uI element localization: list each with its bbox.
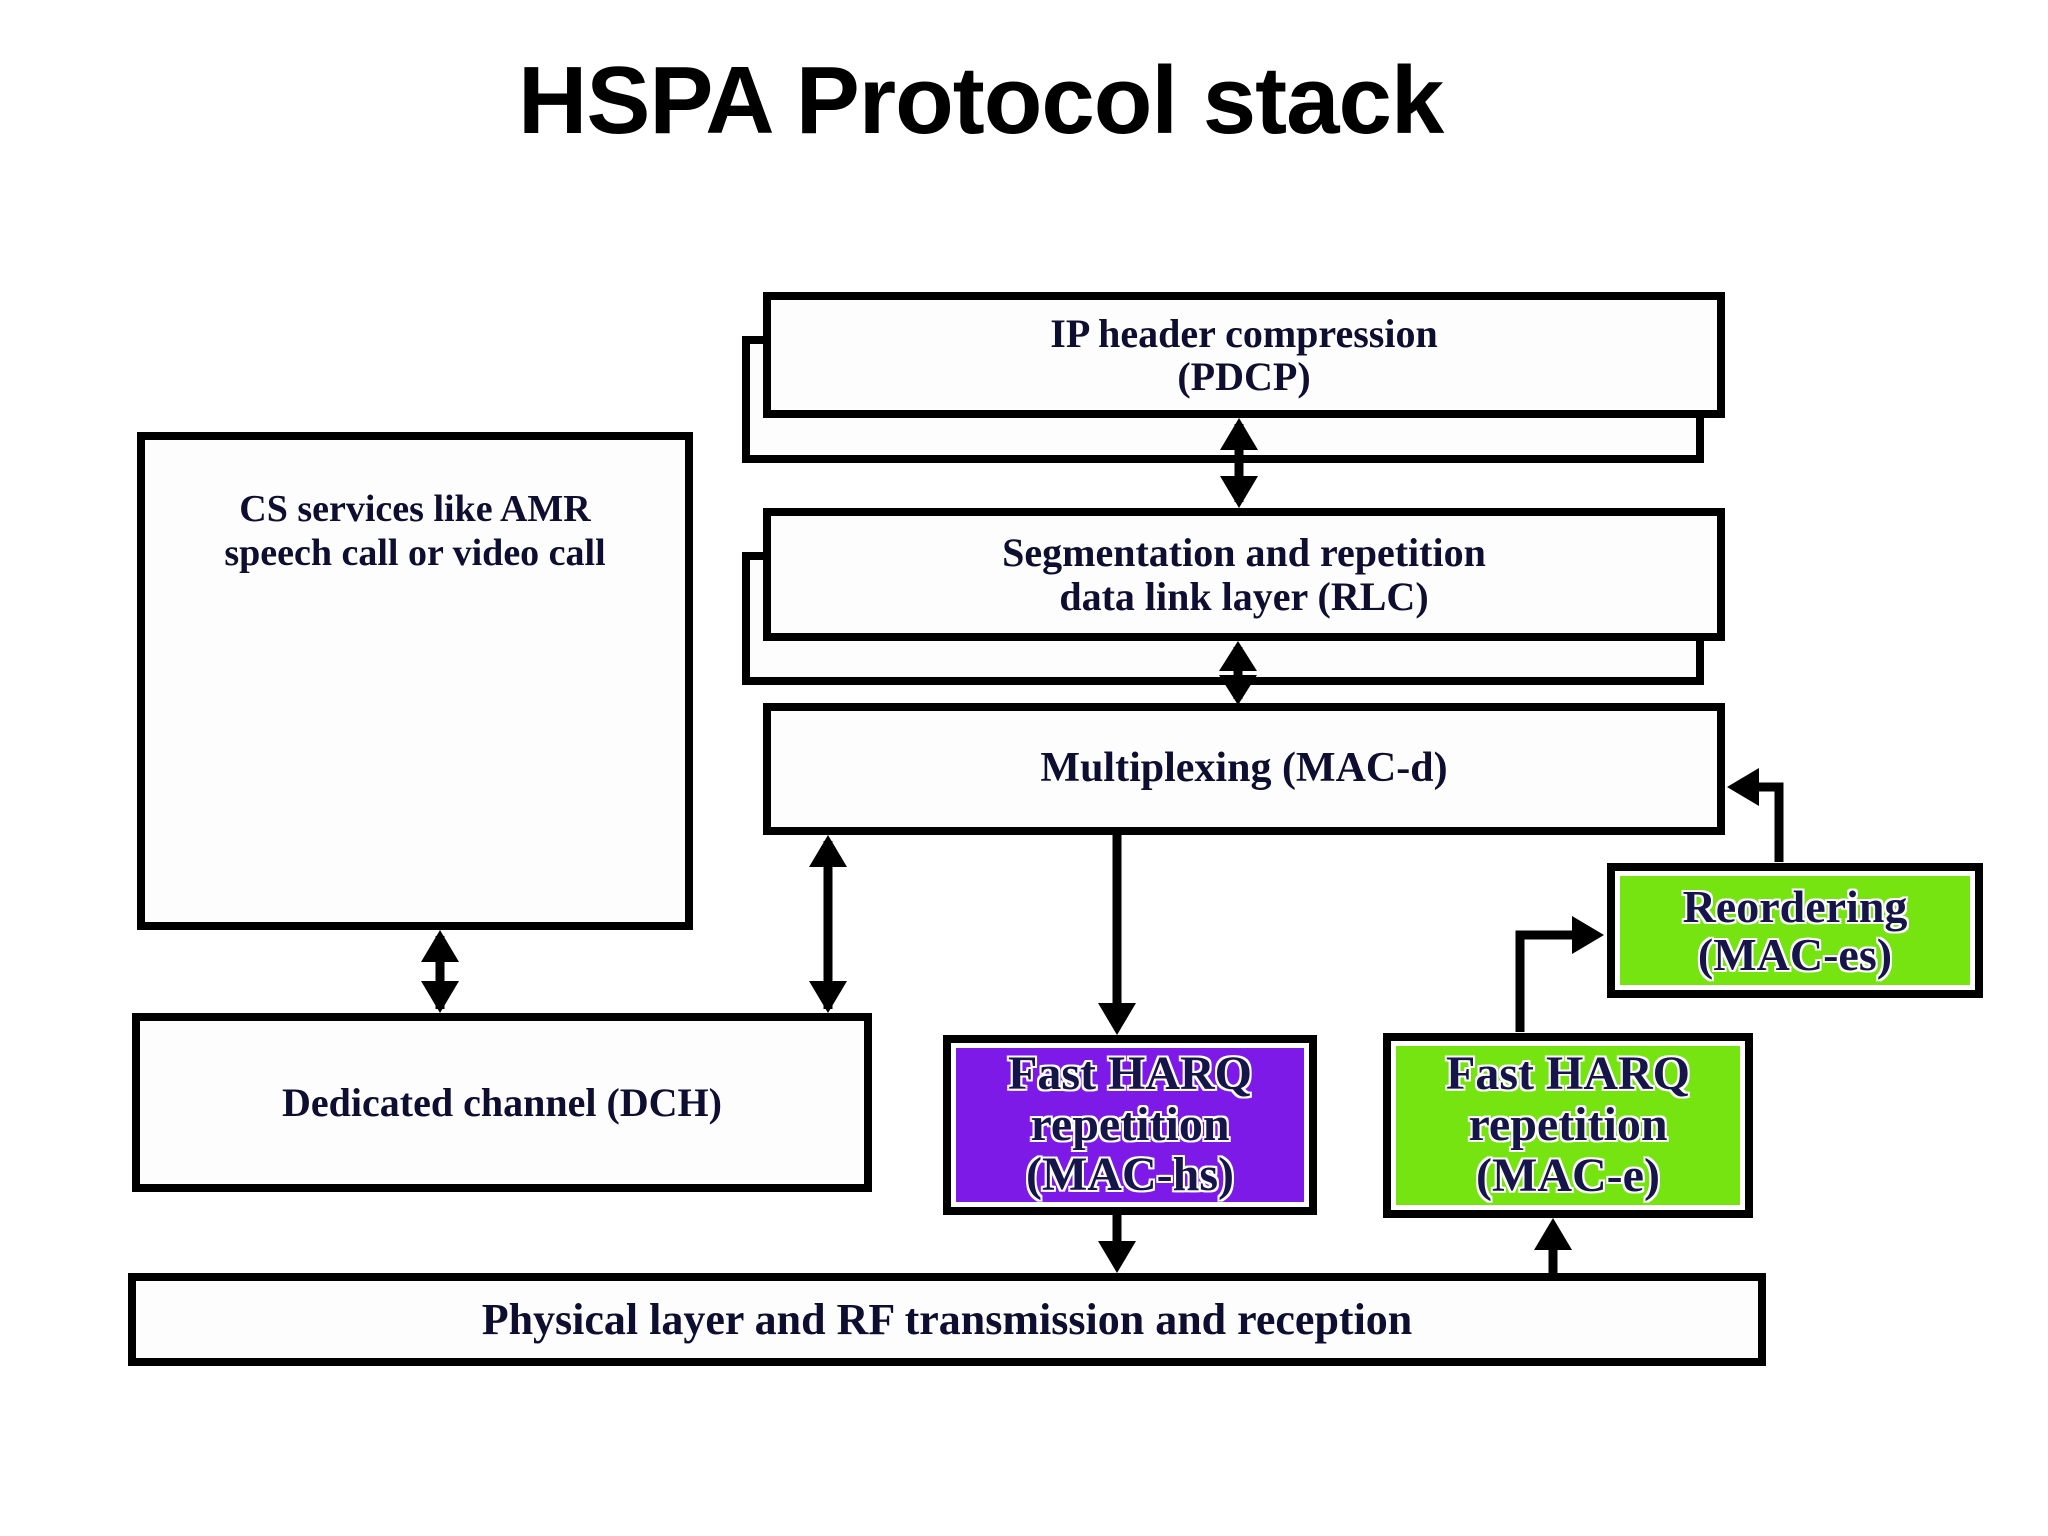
mac-hs-label-line3: (MAC-hs) (1026, 1148, 1234, 1202)
arrow-macd-machs (1098, 835, 1136, 1035)
mac-hs-label-line1: Fast HARQ (1008, 1046, 1252, 1100)
arrow-cs-dch (421, 930, 459, 1013)
dch-label: Dedicated channel (DCH) (282, 1079, 722, 1125)
physical-layer-box: Physical layer and RF transmission and r… (128, 1273, 1766, 1366)
cs-services-box: CS services like AMR speech call or vide… (137, 432, 693, 930)
mac-e-label-line1: Fast HARQ (1446, 1047, 1690, 1101)
pdcp-label-line1: IP header compression (1050, 310, 1438, 356)
arrow-physical-mace (1534, 1218, 1572, 1273)
mac-e-label-line2: repetition (1468, 1098, 1668, 1152)
arrow-maces-macd (1727, 768, 1784, 862)
mac-hs-box: Fast HARQ repetition (MAC-hs) (943, 1035, 1317, 1215)
rlc-box: Segmentation and repetition data link la… (763, 508, 1725, 641)
mac-hs-label-line2: repetition (1030, 1097, 1230, 1151)
cs-services-label-line2: speech call or video call (224, 531, 606, 574)
arrow-machs-physical (1098, 1215, 1136, 1273)
mac-es-label-line2: (MAC-es) (1697, 928, 1893, 980)
pdcp-label-line2: (PDCP) (1177, 354, 1311, 399)
mac-e-box: Fast HARQ repetition (MAC-e) (1383, 1033, 1753, 1218)
mac-es-label-line1: Reordering (1682, 880, 1908, 932)
rlc-label-line2: data link layer (RLC) (1059, 573, 1429, 619)
page-title: HSPA Protocol stack (518, 47, 1444, 154)
cs-services-label-line1: CS services like AMR (239, 488, 591, 530)
rlc-label-line1: Segmentation and repetition (1002, 530, 1486, 576)
dch-box: Dedicated channel (DCH) (132, 1013, 872, 1192)
physical-layer-label: Physical layer and RF transmission and r… (481, 1294, 1413, 1344)
mac-es-reordering-box: Reordering (MAC-es) (1607, 863, 1983, 998)
mac-d-box: Multiplexing (MAC-d) (763, 703, 1725, 835)
pdcp-box: IP header compression (PDCP) (763, 292, 1725, 418)
mac-d-label: Multiplexing (MAC-d) (1040, 745, 1448, 792)
arrow-mace-maces (1515, 916, 1604, 1032)
arrow-macd-dch (809, 835, 847, 1013)
mac-e-label-line3: (MAC-e) (1476, 1148, 1660, 1202)
